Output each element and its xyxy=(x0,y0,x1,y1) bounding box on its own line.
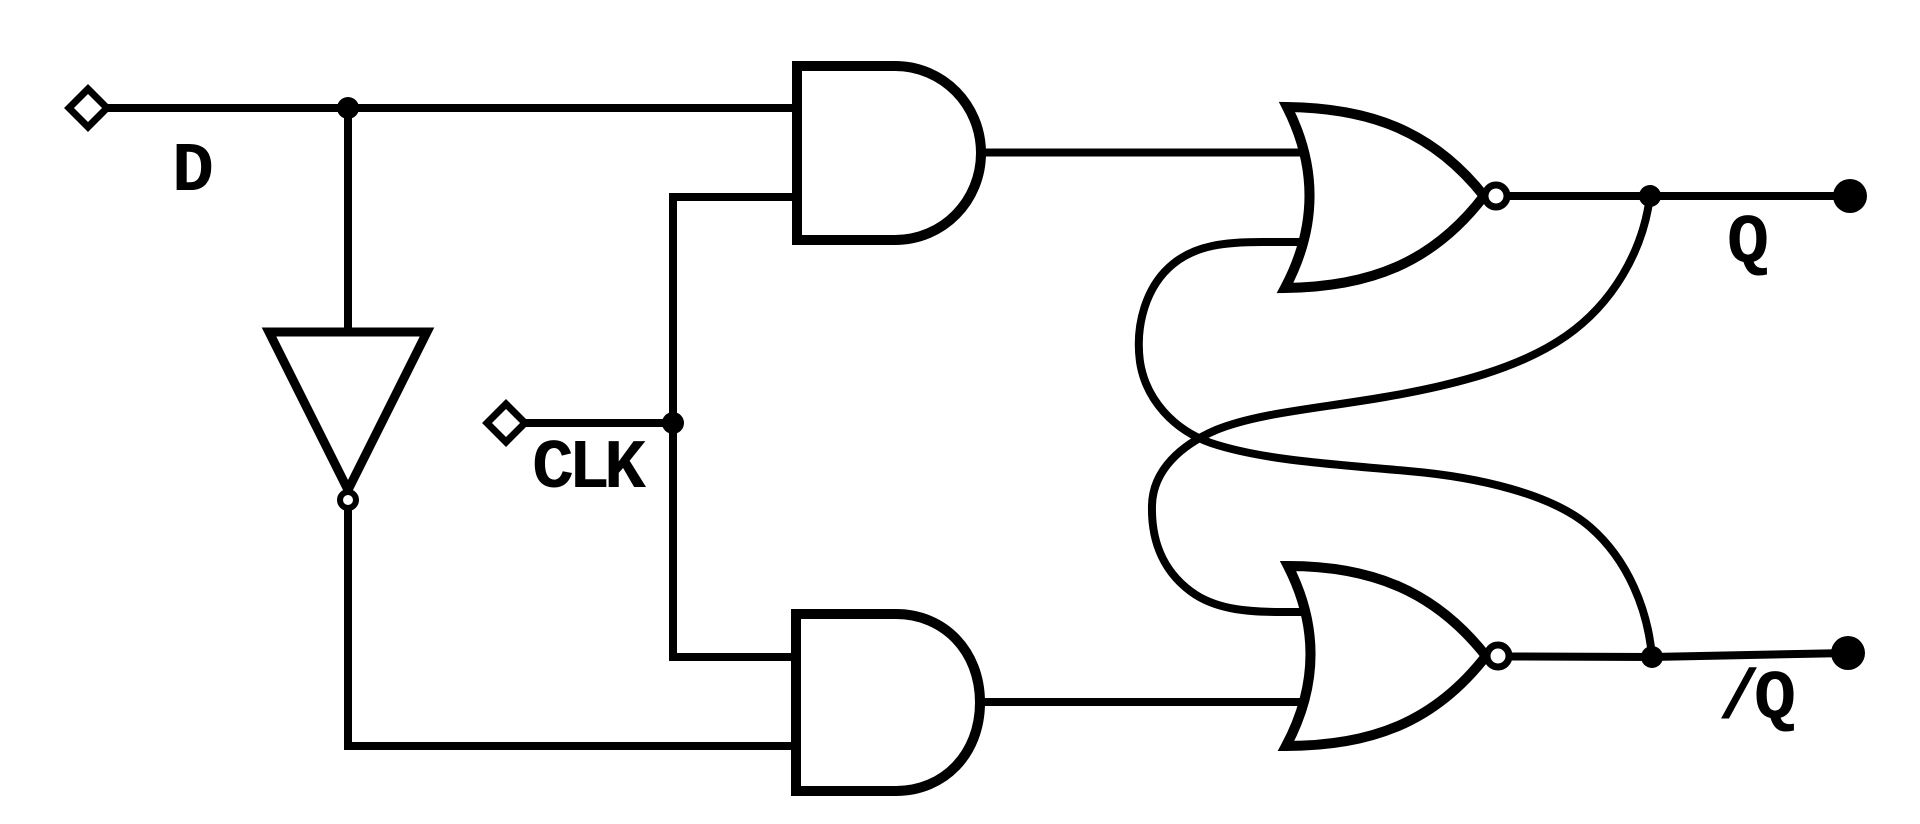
terminals xyxy=(64,84,1867,670)
terminal-pad-qbar xyxy=(1831,636,1865,670)
label-q: Q xyxy=(1727,205,1767,284)
net-labels: D CLK Q /Q xyxy=(172,133,1800,740)
wire-qbar-output xyxy=(1508,649,1849,662)
label-clk: CLK xyxy=(532,430,646,509)
terminal-pad-q xyxy=(1833,179,1867,213)
not-gate-triangle xyxy=(261,327,435,501)
nor-gate-bottom xyxy=(1277,560,1493,752)
nor-gate-top xyxy=(1276,101,1491,294)
and-gate-top xyxy=(792,61,987,245)
wire-clk-branch xyxy=(669,193,797,661)
nor1-inversion-bubble xyxy=(1481,181,1511,211)
nor2-inversion-bubble xyxy=(1483,641,1513,671)
junction-qbar-feedback xyxy=(1641,646,1663,668)
wire-q-feedback-to-nor2 xyxy=(1147,195,1654,616)
junction-q-feedback xyxy=(1639,185,1661,207)
wire-qbar-feedback-to-nor1 xyxy=(1134,238,1656,658)
wire-inverter-output xyxy=(344,505,796,750)
terminal-diamond-clk xyxy=(482,399,530,447)
junction-d-branch xyxy=(337,97,359,119)
gates xyxy=(261,61,1513,796)
label-d: D xyxy=(172,133,212,212)
and-gate-bottom xyxy=(791,609,986,796)
label-qbar: /Q xyxy=(1718,661,1794,740)
junction-clk-branch xyxy=(662,412,684,434)
not-gate-inversion-bubble xyxy=(337,489,359,511)
junctions xyxy=(337,97,1663,668)
terminal-diamond-d xyxy=(64,84,112,132)
